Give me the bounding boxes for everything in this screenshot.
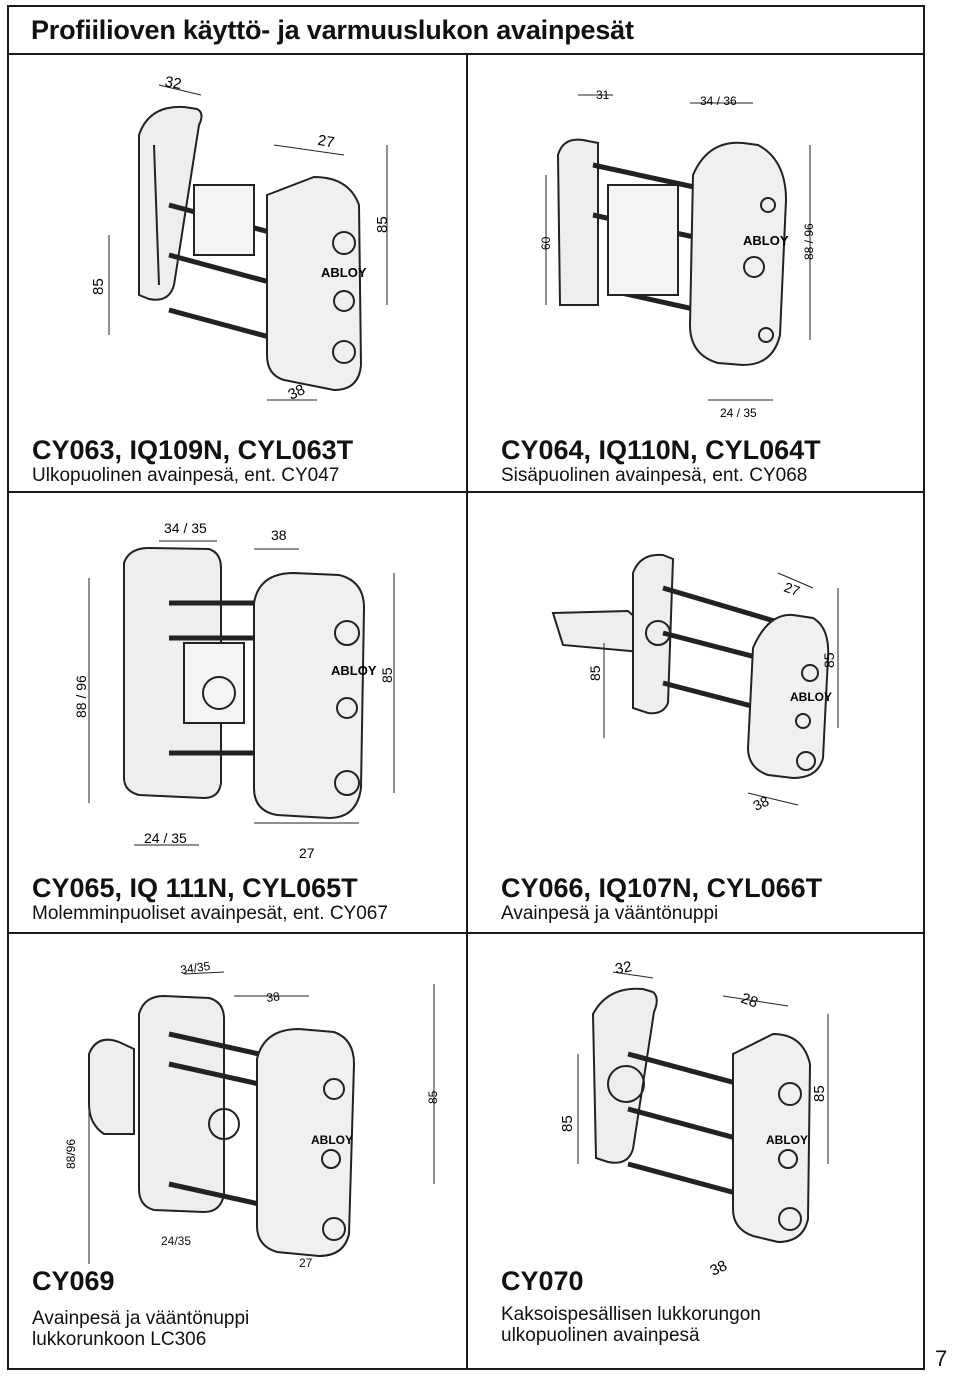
page-frame: Profiilioven käyttö- ja varmuuslukon ava… bbox=[7, 5, 925, 1370]
row-divider-1 bbox=[9, 491, 923, 493]
technical-drawing-cy069: ABLOY 34/35 38 88/96 85 bbox=[64, 959, 440, 1264]
product-caption: CY069 Avainpesä ja vääntönuppi lukkorunk… bbox=[32, 1266, 249, 1350]
column-divider bbox=[466, 53, 468, 1370]
dimension-label: 88 / 96 bbox=[802, 223, 816, 260]
dimension-label: 85 bbox=[379, 667, 395, 683]
product-code: CY066, IQ107N, CYL066T bbox=[501, 873, 823, 903]
brand-logo: ABLOY bbox=[743, 233, 789, 248]
product-cell-cy070: ABLOY 32 28 85 85 38 CY070 Kaksoispesäll… bbox=[468, 934, 925, 1370]
dimension-label: 88 / 96 bbox=[73, 675, 89, 718]
dimension-label: 32 bbox=[614, 958, 633, 978]
dimension-label: 28 bbox=[739, 990, 760, 1012]
dimension-label: 34 / 36 bbox=[700, 94, 737, 108]
product-caption: CY064, IQ110N, CYL064T Sisäpuolinen avai… bbox=[501, 435, 821, 486]
product-description: Kaksoispesällisen lukkorungon bbox=[501, 1304, 761, 1325]
product-caption: CY065, IQ 111N, CYL065T Molemminpuoliset… bbox=[32, 873, 388, 924]
row-divider-2 bbox=[9, 932, 923, 934]
title-bar: Profiilioven käyttö- ja varmuuslukon ava… bbox=[9, 7, 923, 55]
dimension-label: 24/35 bbox=[161, 1234, 192, 1248]
dimension-label: 32 bbox=[163, 73, 182, 93]
brand-logo: ABLOY bbox=[766, 1133, 808, 1147]
dimension-label: 85 bbox=[426, 1090, 440, 1104]
dimension-label: 38 bbox=[271, 527, 287, 543]
brand-logo: ABLOY bbox=[790, 690, 832, 704]
product-description: Avainpesä ja vääntönuppi bbox=[501, 903, 719, 924]
product-code: CY070 bbox=[501, 1266, 584, 1296]
dimension-label: 38 bbox=[286, 381, 308, 403]
dimension-label: 27 bbox=[299, 1256, 313, 1270]
product-cell-cy065: ABLOY 34 / 35 38 88 / 96 85 24 / 35 27 C… bbox=[9, 493, 466, 932]
product-caption: CY066, IQ107N, CYL066T Avainpesä ja vään… bbox=[501, 873, 822, 924]
product-cell-cy064: ABLOY 31 34 / 36 60 88 / 96 24 / 35 CY06… bbox=[468, 55, 925, 491]
dimension-label: 27 bbox=[782, 579, 802, 599]
product-code: CY065, IQ 111N, CYL065T bbox=[32, 873, 358, 903]
dimension-label: 85 bbox=[587, 665, 603, 681]
dimension-label: 85 bbox=[811, 1085, 828, 1102]
technical-drawing-cy064: ABLOY 31 34 / 36 60 88 / 96 24 / 35 bbox=[539, 88, 816, 420]
dimension-label: 38 bbox=[708, 1257, 730, 1279]
dimension-label: 60 bbox=[539, 236, 553, 250]
product-code: CY063, IQ109N, CYL063T bbox=[32, 435, 354, 465]
technical-drawing-cy070: ABLOY 32 28 85 85 38 bbox=[559, 958, 829, 1280]
dimension-label: 31 bbox=[596, 88, 610, 102]
dimension-label: 88/96 bbox=[64, 1139, 78, 1169]
dimension-label: 27 bbox=[299, 845, 315, 861]
dimension-label: 34 / 35 bbox=[164, 520, 207, 536]
product-code: CY064, IQ110N, CYL064T bbox=[501, 435, 821, 465]
dimension-label: 85 bbox=[90, 278, 107, 295]
product-description: lukkorunkoon LC306 bbox=[32, 1329, 207, 1350]
product-cell-cy069: ABLOY 34/35 38 88/96 85 CY069 Avainpesä … bbox=[9, 934, 466, 1370]
dimension-label: 85 bbox=[821, 652, 837, 668]
dimension-label: 24 / 35 bbox=[720, 406, 757, 420]
technical-drawing-cy065: ABLOY 34 / 35 38 88 / 96 85 24 / 35 27 bbox=[73, 520, 395, 861]
brand-logo: ABLOY bbox=[311, 1133, 353, 1147]
dimension-label: 34/35 bbox=[179, 959, 211, 977]
product-description: Molemminpuoliset avainpesät, ent. CY067 bbox=[32, 903, 388, 924]
product-caption: CY063, IQ109N, CYL063T Ulkopuolinen avai… bbox=[32, 435, 353, 486]
product-cell-cy066: ABLOY 27 85 85 38 CY066, IQ107N, CYL066T… bbox=[468, 493, 925, 932]
dimension-label: 38 bbox=[751, 793, 772, 814]
brand-logo: ABLOY bbox=[331, 663, 377, 678]
page-title: Profiilioven käyttö- ja varmuuslukon ava… bbox=[31, 15, 634, 45]
product-description: Avainpesä ja vääntönuppi bbox=[32, 1308, 250, 1329]
dimension-label: 85 bbox=[559, 1115, 576, 1132]
product-description: ulkopuolinen avainpesä bbox=[501, 1325, 700, 1346]
page-number: 7 bbox=[935, 1346, 948, 1371]
dimension-label: 24 / 35 bbox=[144, 830, 187, 846]
technical-drawing-cy063: ABLOY 32 27 85 85 38 bbox=[90, 73, 391, 403]
product-cell-cy063: ABLOY 32 27 85 85 38 CY063, IQ109N, CYL0… bbox=[9, 55, 466, 491]
dimension-label: 27 bbox=[316, 132, 335, 152]
product-description: Sisäpuolinen avainpesä, ent. CY068 bbox=[501, 465, 808, 486]
product-caption: CY070 Kaksoispesällisen lukkorungon ulko… bbox=[501, 1266, 761, 1346]
dimension-label: 38 bbox=[265, 989, 280, 1005]
product-code: CY069 bbox=[32, 1266, 115, 1296]
technical-drawing-cy066: ABLOY 27 85 85 38 bbox=[551, 553, 839, 814]
dimension-label: 85 bbox=[374, 216, 391, 233]
brand-logo: ABLOY bbox=[321, 265, 367, 280]
product-description: Ulkopuolinen avainpesä, ent. CY047 bbox=[32, 465, 340, 486]
